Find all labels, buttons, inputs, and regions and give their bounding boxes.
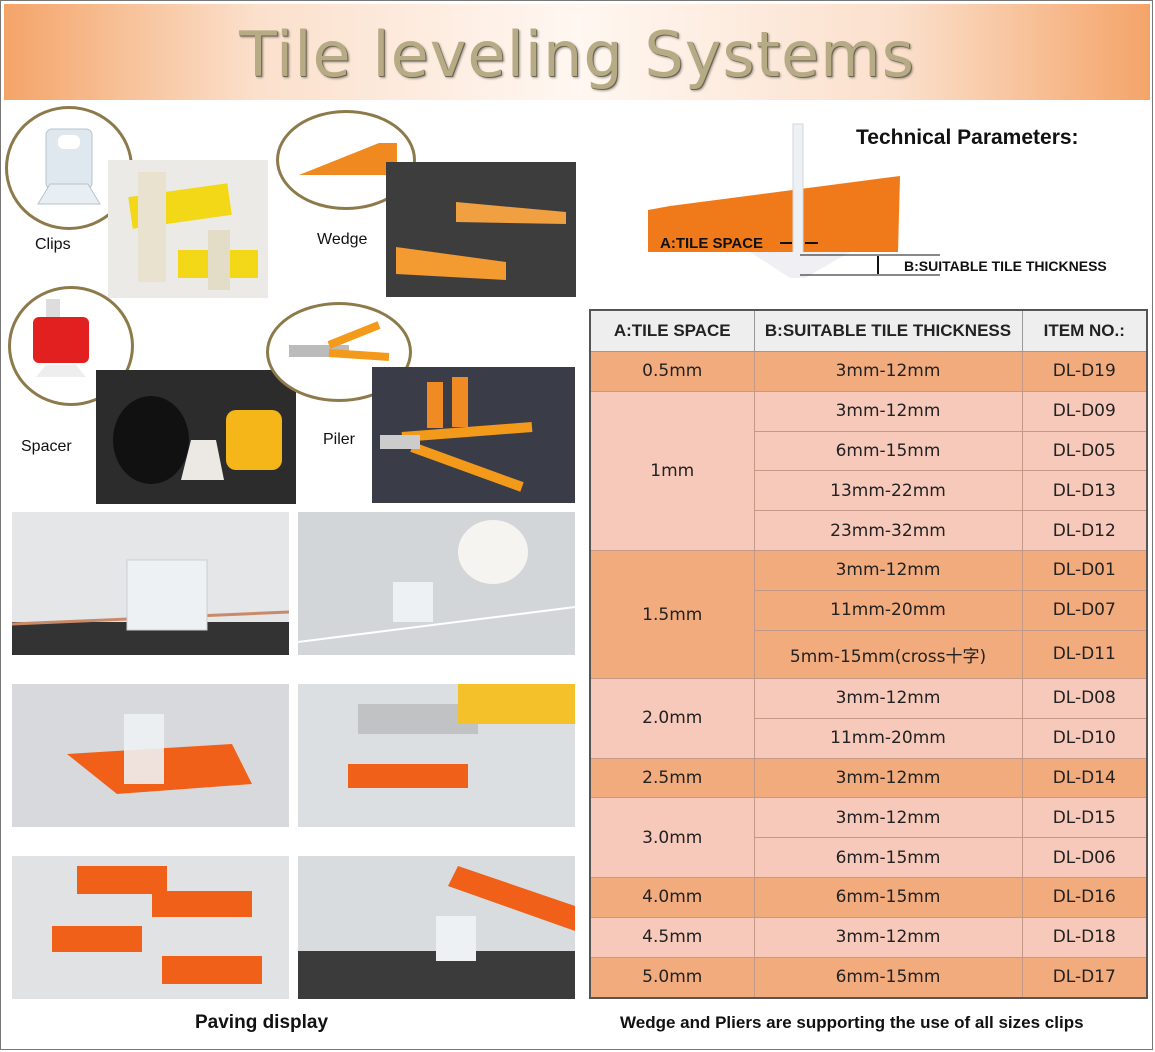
wedge-photo xyxy=(386,162,576,297)
thickness-cell: 6mm-15mm xyxy=(753,837,1023,879)
paving-photo-1 xyxy=(12,512,289,655)
tile-space-cell: 3.0mm xyxy=(589,797,755,879)
footer-note: Wedge and Pliers are supporting the use … xyxy=(620,1013,1084,1032)
thickness-cell: 6mm-15mm xyxy=(753,877,1023,918)
clip-icon xyxy=(37,128,101,205)
thickness-cell: 3mm-12mm xyxy=(753,678,1023,719)
item-no-cell: DL-D16 xyxy=(1021,877,1148,918)
tile-space-cell: 1.5mm xyxy=(589,549,755,680)
paving-photo-4 xyxy=(298,684,575,827)
thickness-cell: 11mm-20mm xyxy=(753,717,1023,759)
item-no-cell: DL-D17 xyxy=(1021,956,1148,999)
tile-space-cell: 5.0mm xyxy=(589,956,755,999)
banner-title: Tile leveling Systems xyxy=(239,18,915,91)
paving-display-caption: Paving display xyxy=(195,1012,329,1033)
table-header-row: A:TILE SPACE B:SUITABLE TILE THICKNESS I… xyxy=(589,309,1148,352)
piler-photo xyxy=(372,367,575,503)
thickness-cell: 3mm-12mm xyxy=(753,916,1023,958)
item-no-cell: DL-D07 xyxy=(1021,589,1148,631)
header-item-no: ITEM NO.: xyxy=(1021,309,1148,352)
paving-photo-2 xyxy=(298,512,575,655)
spec-table: A:TILE SPACE B:SUITABLE TILE THICKNESS I… xyxy=(589,309,1148,999)
item-no-cell: DL-D15 xyxy=(1021,797,1148,839)
thickness-cell: 6mm-15mm xyxy=(753,430,1023,472)
item-no-cell: DL-D01 xyxy=(1021,549,1148,591)
paving-photo-3 xyxy=(12,684,289,827)
pliers-icon xyxy=(289,321,390,361)
clips-label: Clips xyxy=(35,236,71,253)
item-no-cell: DL-D11 xyxy=(1021,629,1148,680)
spacer-label: Spacer xyxy=(21,438,72,455)
header-thickness: B:SUITABLE TILE THICKNESS xyxy=(753,309,1023,352)
tile-space-cell: 0.5mm xyxy=(589,351,755,392)
thickness-label: B:SUITABLE TILE THICKNESS xyxy=(904,258,1107,274)
thickness-cell: 5mm-15mm(cross十字) xyxy=(753,629,1023,680)
thickness-cell: 3mm-12mm xyxy=(753,549,1023,591)
paving-photo-6 xyxy=(298,856,575,999)
item-no-cell: DL-D09 xyxy=(1021,390,1148,432)
header-tile-space: A:TILE SPACE xyxy=(589,309,755,352)
tile-space-cell: 2.0mm xyxy=(589,678,755,759)
paving-photo-5 xyxy=(12,856,289,999)
thickness-cell: 3mm-12mm xyxy=(753,797,1023,839)
thickness-cell: 6mm-15mm xyxy=(753,956,1023,999)
item-no-cell: DL-D06 xyxy=(1021,837,1148,879)
tile-space-cell: 2.5mm xyxy=(589,757,755,799)
table-row: 5mm-15mm(cross十字)DL-D11 xyxy=(590,629,1148,680)
tile-space-diagram: A:TILE SPACE B:SUITABLE TILE THICKNESS xyxy=(648,123,1107,278)
item-no-cell: DL-D08 xyxy=(1021,678,1148,719)
item-no-cell: DL-D05 xyxy=(1021,430,1148,472)
thickness-cell: 3mm-12mm xyxy=(753,757,1023,799)
item-no-cell: DL-D12 xyxy=(1021,510,1148,551)
thickness-cell: 3mm-12mm xyxy=(753,390,1023,432)
clips-photo xyxy=(108,160,268,298)
tile-space-cell: 4.5mm xyxy=(589,916,755,958)
tile-space-cell: 1mm xyxy=(589,390,755,551)
item-no-cell: DL-D18 xyxy=(1021,916,1148,958)
item-no-cell: DL-D14 xyxy=(1021,757,1148,799)
tech-title: Technical Parameters: xyxy=(856,126,1079,149)
thickness-cell: 23mm-32mm xyxy=(753,510,1023,551)
tile-space-cell: 4.0mm xyxy=(589,877,755,918)
tile-space-label: A:TILE SPACE xyxy=(660,235,763,252)
thickness-cell: 11mm-20mm xyxy=(753,589,1023,631)
thickness-cell: 3mm-12mm xyxy=(753,351,1023,392)
item-no-cell: DL-D10 xyxy=(1021,717,1148,759)
title-banner: Tile leveling Systems xyxy=(4,4,1150,100)
spacer-icon xyxy=(33,299,89,377)
item-no-cell: DL-D19 xyxy=(1021,351,1148,392)
item-no-cell: DL-D13 xyxy=(1021,470,1148,512)
wedge-icon xyxy=(299,143,397,175)
thickness-cell: 13mm-22mm xyxy=(753,470,1023,512)
wedge-label: Wedge xyxy=(317,231,368,248)
spacer-photo xyxy=(96,370,296,504)
piler-label: Piler xyxy=(323,431,356,448)
